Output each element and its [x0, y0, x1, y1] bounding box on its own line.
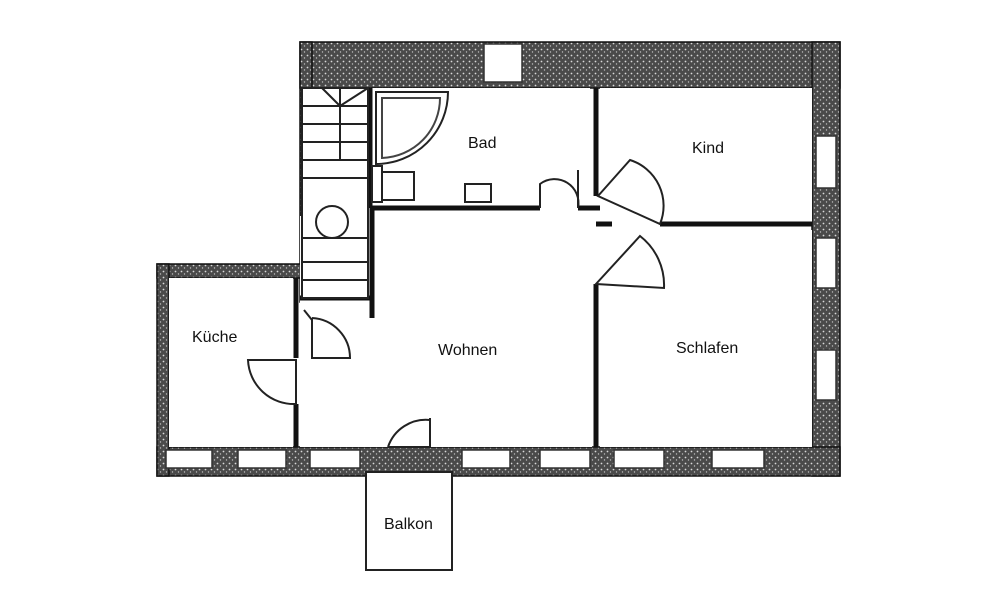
room-label-wohnen: Wohnen	[438, 342, 497, 359]
window-wohnen-2	[461, 449, 511, 469]
window-kueche-right	[237, 449, 287, 469]
staircase	[301, 87, 369, 299]
window-wohnen-3	[539, 449, 591, 469]
window-schlafen-right-1	[815, 237, 837, 289]
room-label-balkon: Balkon	[384, 516, 433, 533]
balcony-outline	[365, 471, 453, 571]
window-schlafen-2	[711, 449, 765, 469]
window-kueche-left	[165, 449, 213, 469]
windows	[165, 135, 837, 469]
wall-kitchen-left	[156, 263, 170, 477]
room-label-kind: Kind	[692, 140, 724, 157]
wall-top	[299, 41, 841, 89]
room-label-schlafen: Schlafen	[676, 340, 738, 357]
room-label-bad: Bad	[468, 135, 496, 152]
window-kind	[815, 135, 837, 189]
window-schlafen-1	[613, 449, 665, 469]
bath-fixtures	[371, 91, 492, 203]
wall-kitchen-top	[156, 263, 303, 279]
doors	[246, 158, 666, 448]
chimney-gap	[483, 43, 523, 83]
room-label-kueche: Küche	[192, 329, 237, 346]
window-schlafen-right-2	[815, 349, 837, 401]
window-wohnen-1	[309, 449, 361, 469]
